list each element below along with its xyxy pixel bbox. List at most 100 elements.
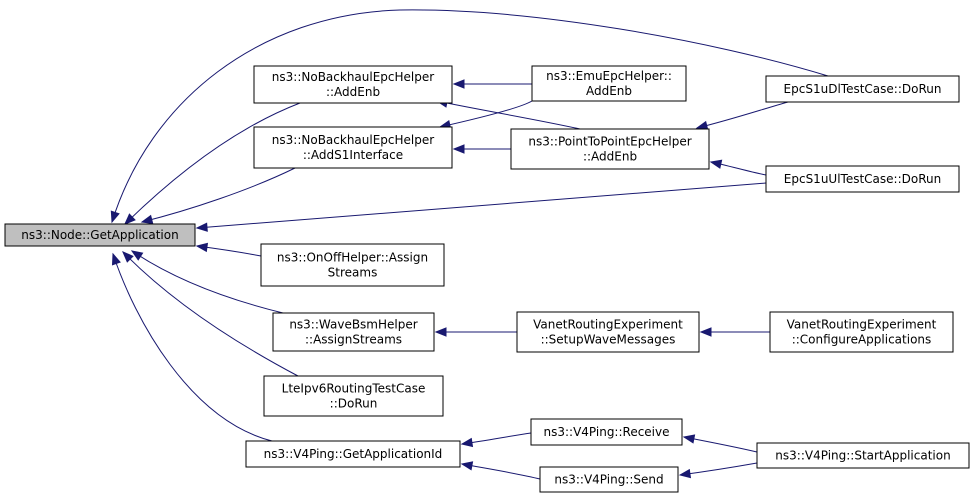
edge-vanet_config-to-vanet_setup [699,327,770,337]
node-label: ::ConfigureApplications [792,333,932,347]
edge-onoff-to-root [195,242,262,257]
node-label: ns3::OnOffHelper::Assign [277,251,428,265]
node-v4ping-send[interactable]: ns3::V4Ping::Send [539,466,679,493]
arrowhead-icon [124,213,136,225]
edge-p2p_addenb-to-nobh_adds1 [452,144,511,154]
arrowhead-icon [111,252,121,266]
node-nobh-addenb[interactable]: ns3::NoBackhaulEpcHelper::AddEnb [253,65,453,104]
node-box [530,418,683,446]
node-box [756,442,970,469]
node-label: ns3::NoBackhaulEpcHelper [272,70,434,84]
arrowhead-icon [110,210,120,224]
node-box [245,440,461,468]
edge-epc_dl-to-p2p_addenb [695,101,789,131]
arrowhead-icon [460,437,474,448]
edge-v4ping_start-to-v4ping_receive [682,434,758,453]
arrowhead-icon [699,327,712,337]
node-label: VanetRoutingExperiment [787,318,937,332]
node-label: ns3::EmuEpcHelper:: [546,69,672,83]
node-label: EpcS1uDlTestCase::DoRun [784,82,942,96]
node-label: ns3::V4Ping::Send [554,473,663,487]
edge-line [112,253,273,442]
edge-epc_ul-to-root [195,182,767,232]
node-box [272,312,435,352]
node-vanet-setup[interactable]: VanetRoutingExperiment::SetupWaveMessage… [516,311,700,353]
edge-line [683,436,758,453]
edge-p2p_addenb-to-nobh_addenb [435,98,581,130]
edge-line [436,100,581,130]
node-epc-ul[interactable]: EpcS1uUlTestCase::DoRun [765,165,960,193]
node-box [4,223,196,247]
node-root[interactable]: ns3::Node::GetApplication [4,223,196,247]
node-box [769,311,954,353]
node-label: ns3::Node::GetApplication [21,228,178,242]
edge-nobh_addenb-to-root [124,102,301,225]
node-label: ns3::PointToPointEpcHelper [528,135,691,149]
edge-v4ping_start-to-v4ping_send [678,462,758,479]
node-wavebsm[interactable]: ns3::WaveBsmHelper::AssignStreams [272,312,435,352]
edge-epc_dl-to-root [110,9,829,224]
arrowhead-icon [195,222,208,232]
node-label: Streams [328,266,378,280]
node-label: ::SetupWaveMessages [541,333,676,347]
node-lteipv6[interactable]: LteIpv6RoutingTestCase::DoRun [263,375,444,417]
edge-v4ping_receive-to-v4ping_getappid [460,432,532,448]
edge-emu_addenb-to-nobh_adds1 [438,100,533,130]
arrowhead-icon [434,327,447,337]
edge-nobh_adds1-to-root [140,167,296,224]
node-label: LteIpv6RoutingTestCase [282,382,426,396]
node-emu-addenb[interactable]: ns3::EmuEpcHelper::AddEnb [531,65,687,102]
arrowhead-icon [709,159,723,169]
node-box [263,375,444,417]
edge-epc_ul-to-p2p_addenb [709,159,767,176]
node-epc-dl[interactable]: EpcS1uDlTestCase::DoRun [765,75,960,103]
node-vanet-config[interactable]: VanetRoutingExperiment::ConfigureApplica… [769,311,954,353]
edge-line [141,167,296,223]
arrowhead-icon [460,461,474,471]
node-v4ping-getappid[interactable]: ns3::V4Ping::GetApplicationId [245,440,461,468]
edge-line [124,102,301,225]
node-box [253,65,453,104]
node-label: ns3::V4Ping::Receive [543,425,669,439]
node-box [253,126,453,169]
edge-wavebsm-to-root [130,250,284,314]
node-box [531,65,687,102]
node-label: ::AddS1Interface [303,148,403,162]
edge-line [196,182,767,229]
arrowhead-icon [452,144,465,154]
edge-vanet_setup-to-wavebsm [434,327,517,337]
node-layer: ns3::Node::GetApplication ns3::NoBackhaul… [4,65,970,493]
edge-line [111,9,829,223]
node-label: ::DoRun [330,397,378,411]
edge-emu_addenb-to-nobh_addenb [452,79,532,89]
node-nobh-adds1[interactable]: ns3::NoBackhaulEpcHelper::AddS1Interface [253,126,453,169]
node-label: ::AssignStreams [305,333,402,347]
node-label: ns3::V4Ping::GetApplicationId [264,447,443,461]
node-box [765,75,960,103]
node-box [260,243,445,287]
edge-layer [110,9,829,480]
edge-line [461,463,541,480]
arrowhead-icon [122,251,134,263]
node-label: ::AddEnb [326,85,380,99]
node-box [510,128,710,170]
arrowhead-icon [452,79,465,89]
node-onoff[interactable]: ns3::OnOffHelper::AssignStreams [260,243,445,287]
node-label: AddEnb [586,84,632,98]
edge-line [131,250,284,314]
edge-v4ping_send-to-v4ping_getappid [460,461,541,480]
arrowhead-icon [140,214,154,224]
node-v4ping-start[interactable]: ns3::V4Ping::StartApplication [756,442,970,469]
edge-v4ping_getappid-to-root [111,252,273,442]
arrowhead-icon [195,242,209,253]
node-box [516,311,700,353]
edge-line [439,100,533,128]
node-label: ns3::V4Ping::StartApplication [775,449,950,463]
edge-line [122,251,299,377]
node-v4ping-receive[interactable]: ns3::V4Ping::Receive [530,418,683,446]
node-p2p-addenb[interactable]: ns3::PointToPointEpcHelper::AddEnb [510,128,710,170]
edge-line [696,101,789,129]
node-box [765,165,960,193]
